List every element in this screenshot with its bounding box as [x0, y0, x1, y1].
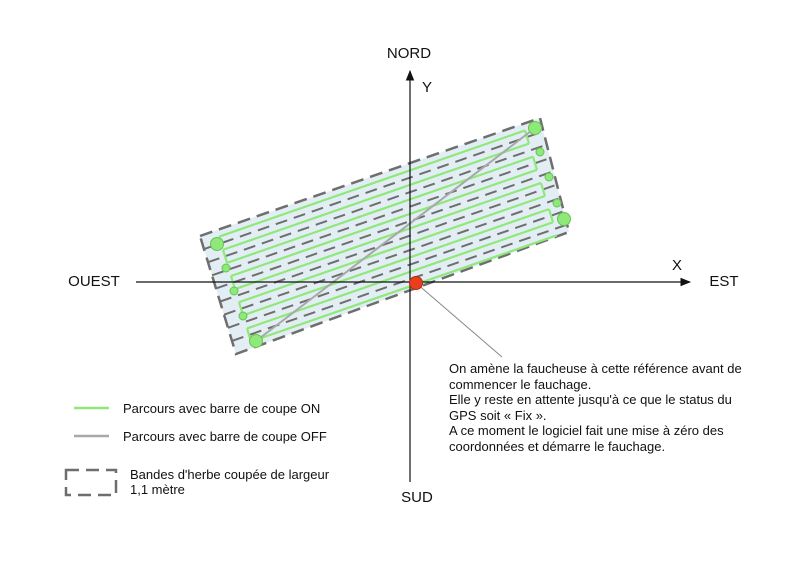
- mowing-stripe: [222, 142, 530, 251]
- path-cut-off: [255, 127, 536, 342]
- band-divider: [211, 156, 553, 277]
- band-divider: [227, 208, 569, 329]
- path-marker: [221, 263, 231, 273]
- path-endpoints: [210, 121, 571, 348]
- note-line: Elle y reste en attente jusqu'à ce que l…: [449, 392, 732, 407]
- path-marker: [535, 147, 545, 157]
- mowing-paths: [210, 121, 571, 348]
- path-marker: [557, 212, 571, 226]
- mowing-turn: [547, 208, 555, 223]
- west-label: OUEST: [68, 273, 120, 290]
- note-line: A ce moment le logiciel fait une mise à …: [449, 423, 724, 438]
- path-marker: [238, 311, 248, 321]
- y-axis-label: Y: [422, 79, 432, 96]
- north-label: NORD: [387, 45, 431, 62]
- x-axis-label: X: [672, 257, 682, 274]
- south-label: SUD: [401, 489, 433, 506]
- path-cut-on: [218, 129, 558, 343]
- mowing-turn: [531, 156, 539, 171]
- reference-note: On amène la faucheuse à cette référence …: [449, 361, 769, 454]
- path-marker: [528, 121, 542, 135]
- note-line: coordonnées et démarre le fauchage.: [449, 438, 666, 454]
- path-marker: [249, 334, 263, 348]
- mowing-stripe: [234, 181, 542, 291]
- mowing-stripe: [242, 208, 550, 317]
- band-divider: [203, 130, 545, 251]
- band-divider: [215, 169, 557, 290]
- legend-band-label: Bandes d'herbe coupée de largeur 1,1 mèt…: [130, 467, 330, 497]
- legend: [64, 406, 118, 497]
- path-marker: [229, 286, 239, 296]
- path-marker: [544, 172, 554, 182]
- path-marker: [210, 237, 224, 251]
- mowing-stripe: [250, 234, 558, 343]
- path-marker: [552, 198, 562, 208]
- band-divider: [207, 143, 549, 264]
- legend-band-swatch: [64, 468, 118, 497]
- mowing-turn: [221, 249, 229, 264]
- legend-cut-on-label: Parcours avec barre de coupe ON: [123, 401, 321, 416]
- note-line: On amène la faucheuse à cette référence …: [449, 361, 742, 376]
- reference-point: [409, 276, 423, 290]
- mowing-stripe: [218, 129, 526, 238]
- note-line: GPS soit « Fix ».: [449, 407, 547, 423]
- east-label: EST: [709, 273, 738, 290]
- mowing-turn: [539, 182, 547, 197]
- band-divider: [223, 195, 565, 316]
- mowing-turn: [523, 130, 531, 144]
- mowing-stripe: [226, 155, 534, 264]
- note-line: commencer le fauchage.: [449, 376, 592, 392]
- mowing-stripe: [230, 168, 538, 278]
- mowing-stripe: [246, 221, 554, 330]
- legend-cut-off-label: Parcours avec barre de coupe OFF: [123, 429, 327, 444]
- mowing-stripe: [238, 194, 546, 304]
- reference-pointer-line: [415, 282, 503, 358]
